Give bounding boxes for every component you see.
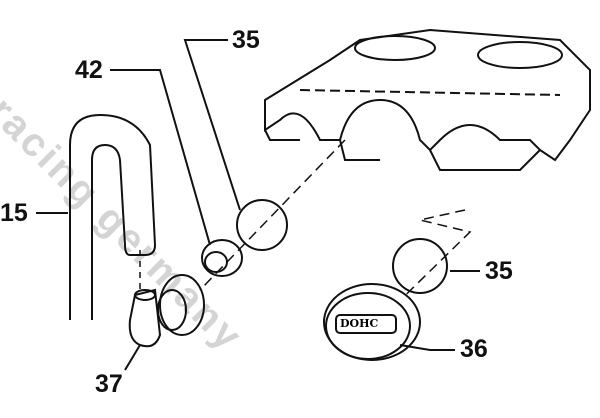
o-ring-upper — [236, 199, 288, 251]
callout-37: 37 — [95, 370, 123, 398]
hose — [69, 113, 157, 320]
callout-15: 15 — [0, 199, 28, 227]
axis-line-lower — [379, 209, 472, 321]
dohc-cap — [323, 283, 421, 361]
cam-cover — [264, 28, 591, 171]
callout-36: 36 — [460, 335, 488, 363]
cap-logo: DOHC — [340, 317, 379, 330]
grommet — [157, 274, 205, 336]
elbow-fitting — [128, 288, 162, 348]
callout-35-upper: 35 — [232, 26, 260, 54]
axis-line-upper — [199, 139, 346, 291]
o-ring-lower — [392, 238, 448, 294]
leader-lines — [36, 39, 480, 371]
seal — [201, 239, 243, 277]
callout-35-lower: 35 — [485, 257, 513, 285]
callout-42: 42 — [75, 56, 103, 84]
